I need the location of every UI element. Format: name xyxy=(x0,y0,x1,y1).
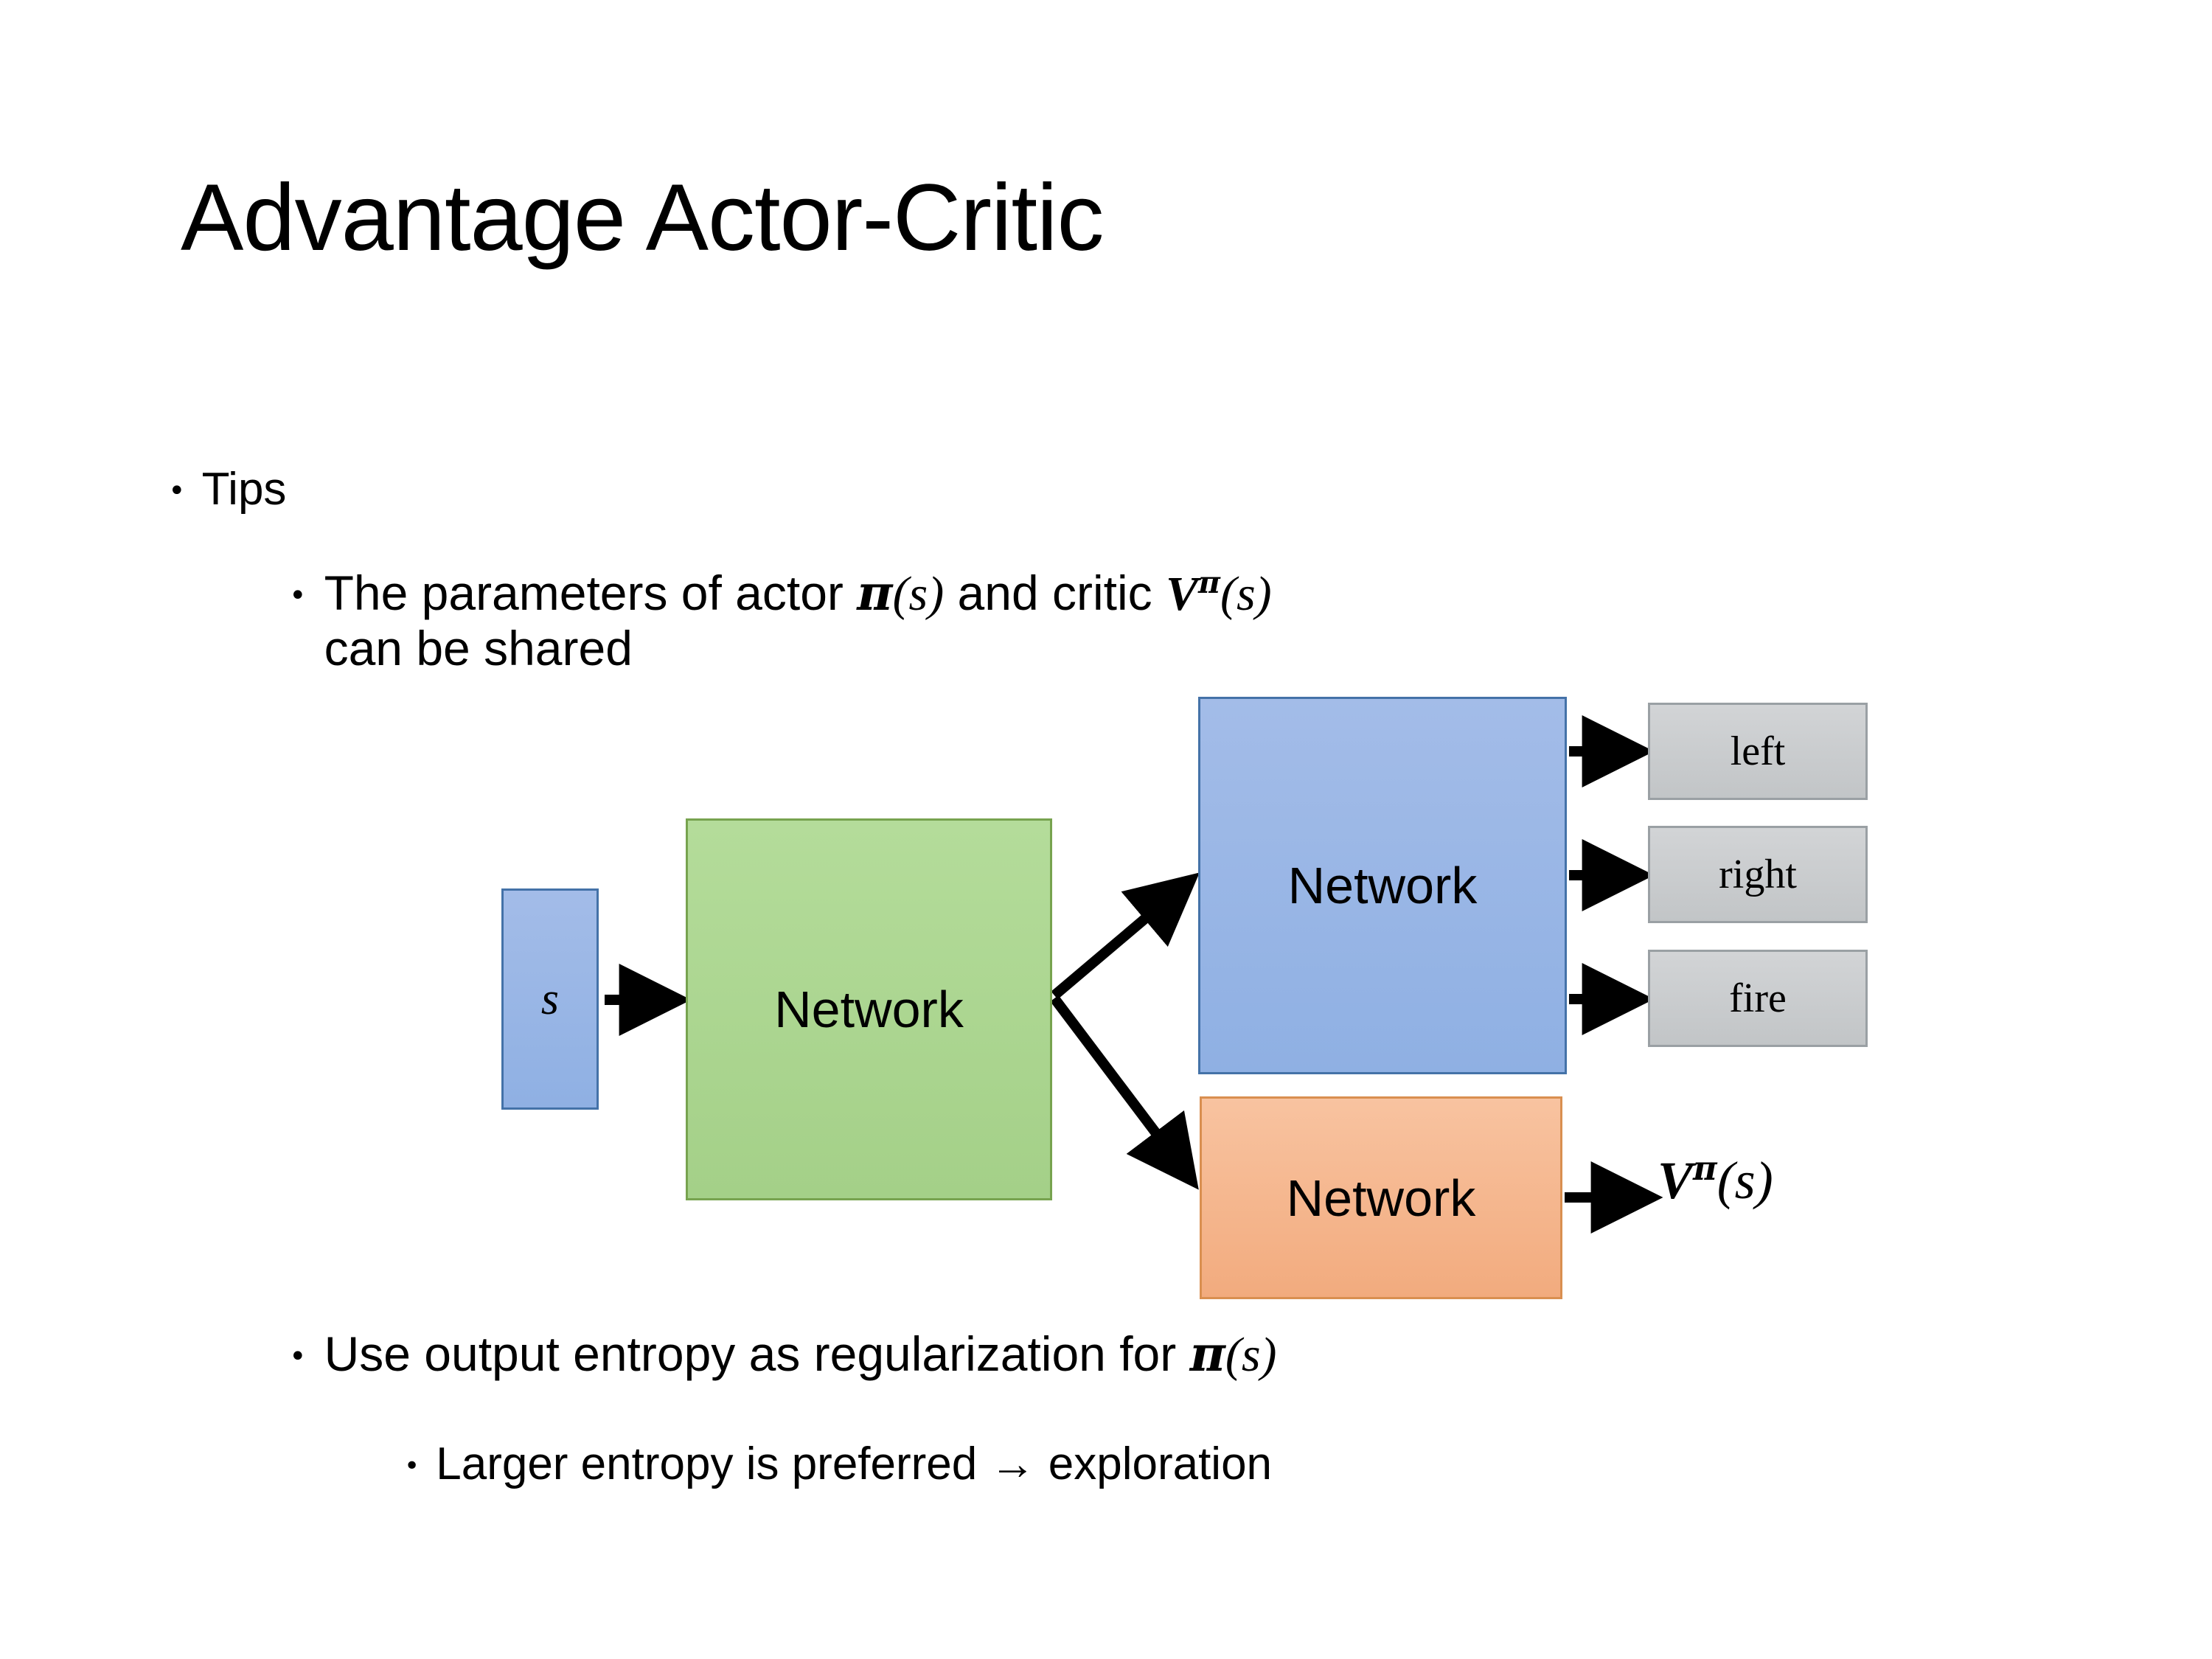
bullet-shared-parameters: • The parameters of actor π(s) and criti… xyxy=(289,566,1272,675)
bullet-dot-icon: • xyxy=(289,1340,307,1374)
bullet-shared-parameters-text: The parameters of actor π(s) and critic … xyxy=(324,566,1272,675)
shared-network-label: Network xyxy=(774,981,964,1038)
params-prefix: The parameters of actor xyxy=(324,566,858,620)
action-output-fire-label: fire xyxy=(1729,975,1787,1021)
bullet-entropy-regularization: • Use output entropy as regularization f… xyxy=(289,1327,1277,1382)
params-middle: and critic xyxy=(944,566,1166,620)
action-output-left: left xyxy=(1648,703,1868,800)
arrow-shared-to-actor xyxy=(1051,872,1200,1000)
bullet-dot-icon: • xyxy=(289,579,307,613)
action-output-right: right xyxy=(1648,826,1868,923)
bullet-entropy-text: Use output entropy as regularization for… xyxy=(324,1327,1277,1382)
bullet-tips: • Tips xyxy=(168,464,287,515)
page-title: Advantage Actor-Critic xyxy=(181,165,1104,271)
state-input-box: s xyxy=(501,888,599,1110)
state-input-label: s xyxy=(540,973,560,1024)
critic-v-argument: (s) xyxy=(1220,567,1272,621)
actor-network-label: Network xyxy=(1287,857,1478,914)
bullet-dot-icon: • xyxy=(404,1451,420,1481)
action-output-left-label: left xyxy=(1730,728,1786,774)
arrow-shared-to-critic xyxy=(1050,995,1199,1190)
critic-network-label: Network xyxy=(1286,1169,1476,1227)
value-v-symbol: V xyxy=(1658,1151,1694,1210)
bullet-larger-entropy-label: Larger entropy is preferred → exploratio… xyxy=(436,1439,1273,1489)
bullet-larger-entropy: • Larger entropy is preferred → explorat… xyxy=(404,1439,1272,1489)
params-wrap-line: can be shared xyxy=(324,620,633,675)
bullet-tips-label: Tips xyxy=(201,464,287,515)
entropy-prefix: Use output entropy as regularization for xyxy=(324,1326,1190,1381)
actor-pi-symbol: π xyxy=(857,564,893,622)
critic-v-superscript: π xyxy=(1198,565,1220,600)
value-v-superscript: π xyxy=(1693,1149,1717,1188)
shared-network-box: Network xyxy=(686,818,1052,1200)
value-output-label: Vπ(s) xyxy=(1658,1150,1773,1211)
value-v-argument: (s) xyxy=(1717,1151,1773,1210)
bullet-dot-icon: • xyxy=(168,474,186,508)
action-output-right-label: right xyxy=(1719,852,1797,897)
policy-pi-argument: (s) xyxy=(1225,1328,1277,1382)
policy-pi-symbol: π xyxy=(1189,1325,1225,1382)
actor-network-box: Network xyxy=(1198,697,1567,1074)
critic-network-box: Network xyxy=(1200,1096,1562,1299)
action-output-fire: fire xyxy=(1648,950,1868,1047)
actor-pi-argument: (s) xyxy=(892,567,945,621)
critic-v-symbol: V xyxy=(1166,567,1199,621)
